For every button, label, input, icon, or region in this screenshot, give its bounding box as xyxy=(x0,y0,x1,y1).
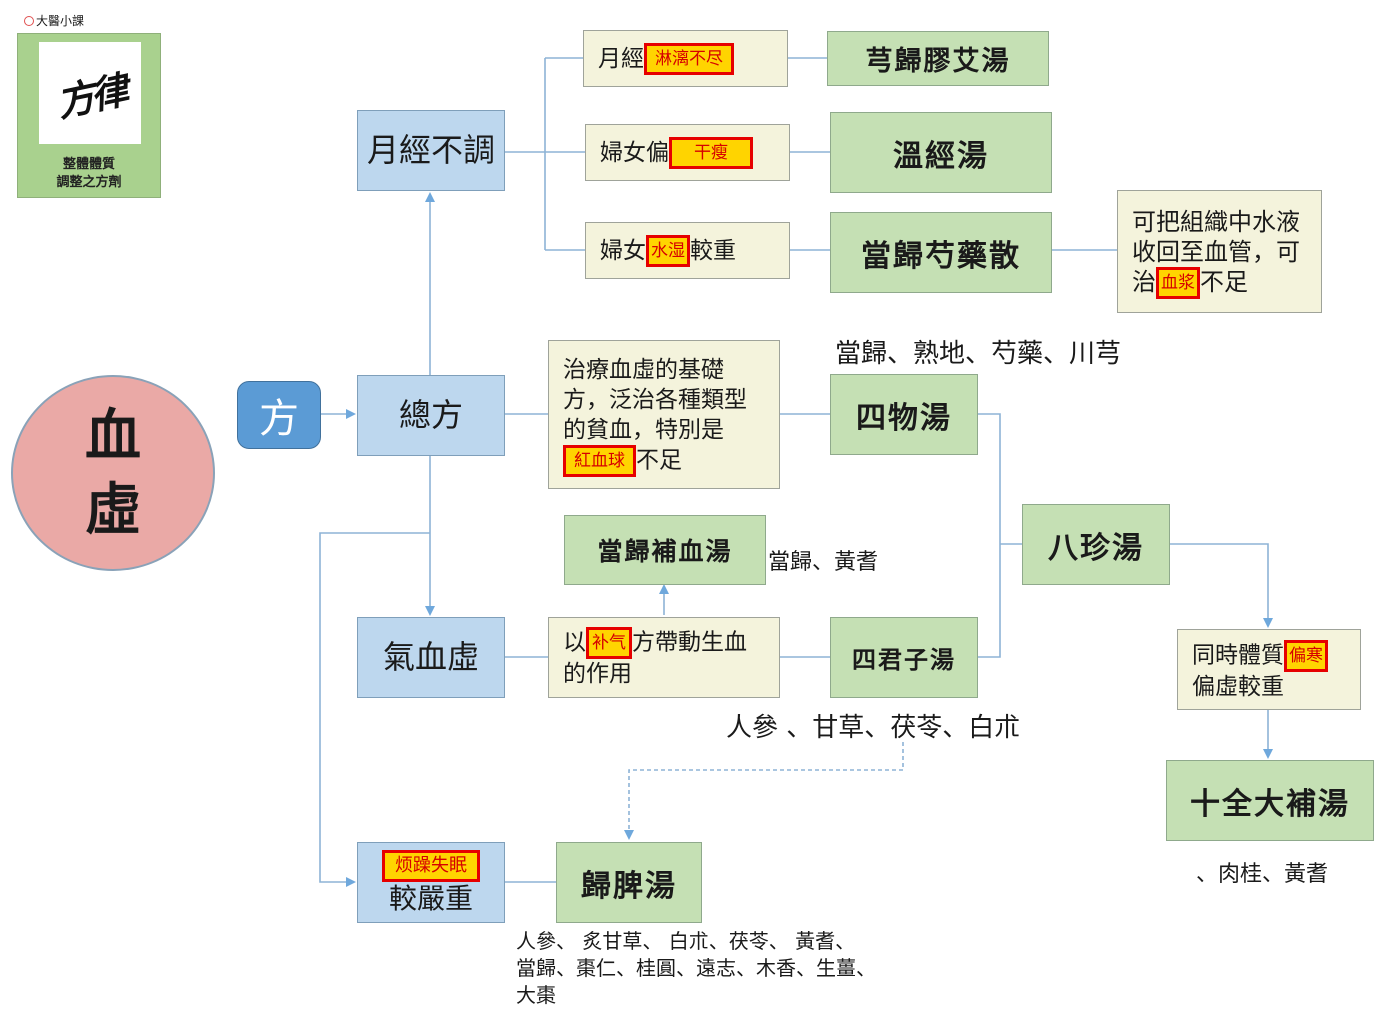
main-topic-circle: 血 虛 xyxy=(11,375,215,571)
logo-calligraphy: 方律 xyxy=(52,66,129,126)
condition-qitonify-highlight: 补气 xyxy=(586,627,632,659)
line-merge-to-bazhen xyxy=(978,413,1001,658)
brand-mark-icon xyxy=(24,15,34,26)
formula-jiao-ai: 芎歸膠艾湯 xyxy=(827,31,1049,86)
category-qi-blood: 氣血虛 xyxy=(357,617,505,698)
condition-thin: 婦女偏干瘦 xyxy=(585,124,790,181)
condition-qi-tonify: 以补气方帶動生血的作用 xyxy=(548,617,780,698)
arrow-sijunzi-to-guipi xyxy=(624,742,904,840)
condition-dripping-text: 月經 xyxy=(598,45,644,72)
logo-line-2: 調整之方劑 xyxy=(56,175,122,190)
severe-text: 較嚴重 xyxy=(388,882,473,916)
category-general: 總方 xyxy=(357,375,505,456)
formula-ba-zhen: 八珍湯 xyxy=(1022,504,1170,585)
condition-dripping-highlight: 淋漓不尽 xyxy=(644,42,734,75)
condition-cold: 同時體質偏寒偏虛較重 xyxy=(1177,629,1361,710)
formula-dang-gui-shao-yao: 當歸芍藥散 xyxy=(830,212,1052,293)
severe-highlight: 烦躁失眠 xyxy=(382,850,480,883)
ingredients-dang-gui-bu-xue: 當歸、黃耆 xyxy=(768,550,879,575)
logo-caption: 整體體質 調整之方劑 xyxy=(18,156,160,192)
condition-cold-highlight: 偏寒 xyxy=(1284,640,1328,672)
condition-thin-highlight: 干瘦 xyxy=(669,136,753,169)
condition-damp-text: 婦女 xyxy=(600,237,646,264)
formula-si-jun-zi: 四君子湯 xyxy=(830,617,978,698)
condition-basic: 治療血虛的基礎方，泛治各種類型的貧血，特別是紅血球不足 xyxy=(548,340,780,489)
main-topic-line-2: 虛 xyxy=(85,477,141,543)
method-box: 方 xyxy=(237,381,321,449)
condition-damp-highlight: 水湿 xyxy=(646,234,690,267)
brand-header: 大醫小課 xyxy=(24,12,84,29)
condition-qitonify-after: 方帶動生血的作用 xyxy=(563,629,747,688)
note-water: 可把組織中水液收回至血管，可治血浆不足 xyxy=(1117,190,1322,313)
brand-name: 大醫小課 xyxy=(36,14,85,28)
ingredients-shi-quan: 、肉桂、黃耆 xyxy=(1196,862,1329,887)
ingredients-gui-pi-line-3: 大棗 xyxy=(516,983,556,1007)
formula-shi-quan: 十全大補湯 xyxy=(1166,760,1374,841)
condition-cold-after: 偏虛較重 xyxy=(1192,674,1284,700)
formula-si-wu: 四物湯 xyxy=(830,374,978,455)
arrow-bazhen-to-cold xyxy=(1170,543,1273,628)
category-severe: 烦躁失眠 較嚴重 xyxy=(357,842,505,923)
ingredients-si-wu: 當歸、熟地、芍藥、川芎 xyxy=(835,339,1122,369)
ingredients-si-jun-zi: 人參 、甘草、茯苓、白朮 xyxy=(726,713,1021,743)
condition-basic-text: 治療血虛的基礎方，泛治各種類型的貧血，特別是 xyxy=(563,357,747,443)
ingredients-gui-pi: 人參、 炙甘草、 白朮、茯苓、 黃耆、 當歸、棗仁、桂圓、遠志、木香、生薑、 大… xyxy=(516,928,876,1009)
formula-dang-gui-bu-xue: 當歸補血湯 xyxy=(564,515,766,585)
formula-gui-pi: 歸脾湯 xyxy=(556,842,702,923)
condition-basic-after: 不足 xyxy=(636,447,682,474)
category-menstrual: 月經不調 xyxy=(357,110,505,191)
condition-dripping: 月經淋漓不尽 xyxy=(583,30,788,87)
note-water-text: 可把組織中水液收回至血管，可治 xyxy=(1132,208,1300,296)
condition-thin-text: 婦女偏 xyxy=(600,139,669,166)
formula-wen-jing: 溫經湯 xyxy=(830,112,1052,193)
logo-card: 方律 整體體質 調整之方劑 xyxy=(17,33,161,198)
note-water-highlight: 血浆 xyxy=(1156,267,1200,299)
condition-basic-highlight: 紅血球 xyxy=(563,445,636,477)
condition-damp: 婦女水湿較重 xyxy=(585,222,790,279)
main-topic-line-1: 血 xyxy=(85,403,141,469)
condition-cold-text: 同時體質 xyxy=(1192,642,1284,669)
condition-damp-after: 較重 xyxy=(690,237,736,264)
ingredients-gui-pi-line-1: 人參、 炙甘草、 白朮、茯苓、 黃耆、 xyxy=(516,929,856,953)
logo-calligraphy-panel: 方律 xyxy=(39,42,141,144)
arrow-general-to-severe xyxy=(319,532,430,887)
condition-qitonify-text: 以 xyxy=(563,629,586,656)
logo-line-1: 整體體質 xyxy=(62,157,115,172)
note-water-after: 不足 xyxy=(1200,268,1248,296)
ingredients-gui-pi-line-2: 當歸、棗仁、桂圓、遠志、木香、生薑、 xyxy=(516,956,876,980)
